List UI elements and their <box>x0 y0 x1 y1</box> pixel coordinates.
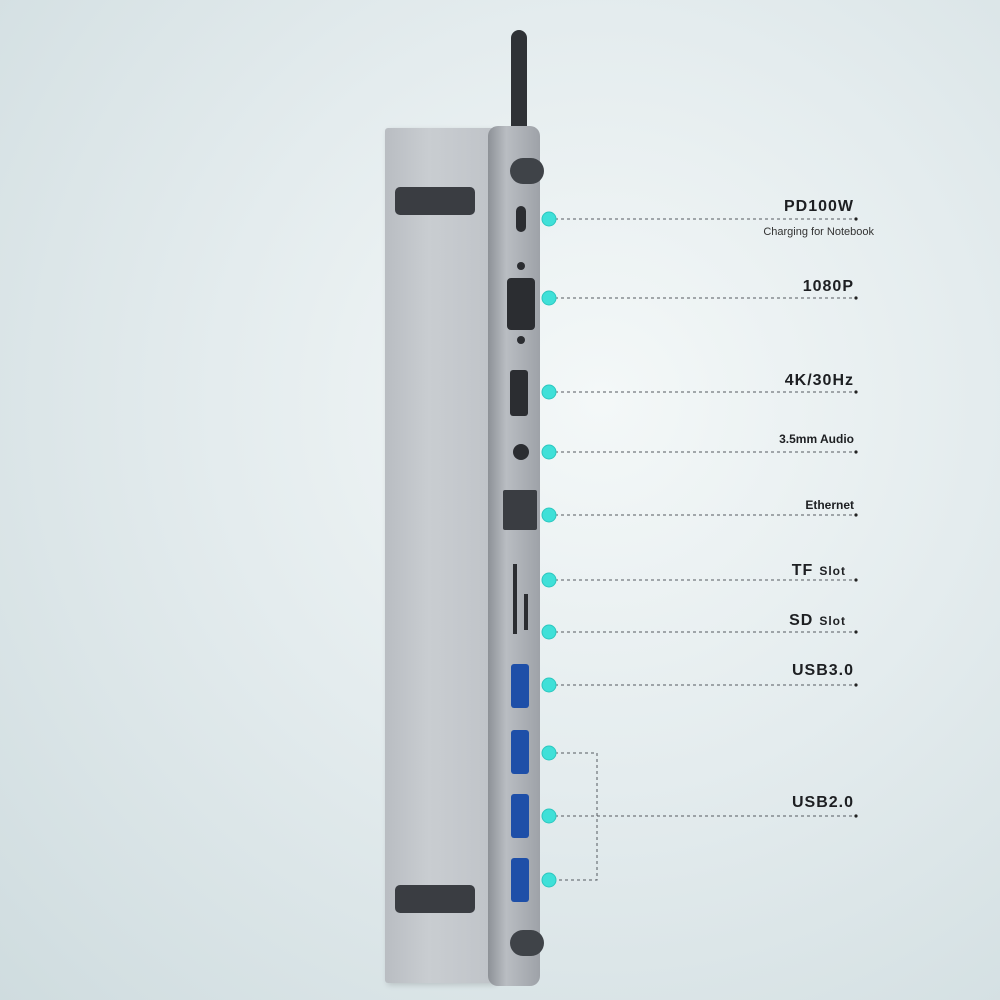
usb2-port-2 <box>511 794 529 838</box>
dot-sd <box>541 624 557 640</box>
label-sd: SD Slot <box>789 612 846 630</box>
dot-pd <box>541 211 557 227</box>
label-pd-sub: Charging for Notebook <box>763 226 874 238</box>
usb-c-cable <box>511 30 527 140</box>
dot-tf <box>541 572 557 588</box>
vga-screw-bottom <box>517 336 525 344</box>
label-pd: PD100W <box>783 198 854 215</box>
dot-usb2-2 <box>541 808 557 824</box>
tf-slot <box>513 564 517 634</box>
bottom-rubber-foot <box>395 885 475 913</box>
label-ethernet: Ethernet <box>805 498 854 512</box>
label-usb2: USB2.0 <box>791 794 854 811</box>
label-tf: TF Slot <box>792 562 846 580</box>
label-audio: 3.5mm Audio <box>779 432 854 446</box>
bottom-end-cap <box>510 930 544 956</box>
dot-ethernet <box>541 507 557 523</box>
label-usb3: USB3.0 <box>791 662 854 679</box>
hub-body <box>385 128 495 983</box>
usb2-port-1 <box>511 730 529 774</box>
hub-port-side <box>488 126 540 986</box>
vga-screw-top <box>517 262 525 270</box>
hdmi-port <box>510 370 528 416</box>
dot-usb2-3 <box>541 872 557 888</box>
dot-usb3 <box>541 677 557 693</box>
top-rubber-foot <box>395 187 475 215</box>
label-sd-main: SD <box>789 612 814 629</box>
dot-usb2-1 <box>541 745 557 761</box>
ethernet-port <box>503 490 537 530</box>
label-vga: 1080P <box>802 278 854 295</box>
dot-audio <box>541 444 557 460</box>
top-end-cap <box>510 158 544 184</box>
dot-vga <box>541 290 557 306</box>
label-sd-slot: Slot <box>819 614 846 628</box>
label-tf-slot: Slot <box>819 564 846 578</box>
label-tf-main: TF <box>791 562 814 579</box>
usb2-port-3 <box>511 858 529 902</box>
audio-jack <box>513 444 529 460</box>
dot-hdmi <box>541 384 557 400</box>
vga-port <box>507 278 535 330</box>
usb3-port-1 <box>511 664 529 708</box>
sd-slot <box>524 594 528 630</box>
usb-c-port <box>516 206 526 232</box>
label-hdmi: 4K/30Hz <box>784 372 854 389</box>
